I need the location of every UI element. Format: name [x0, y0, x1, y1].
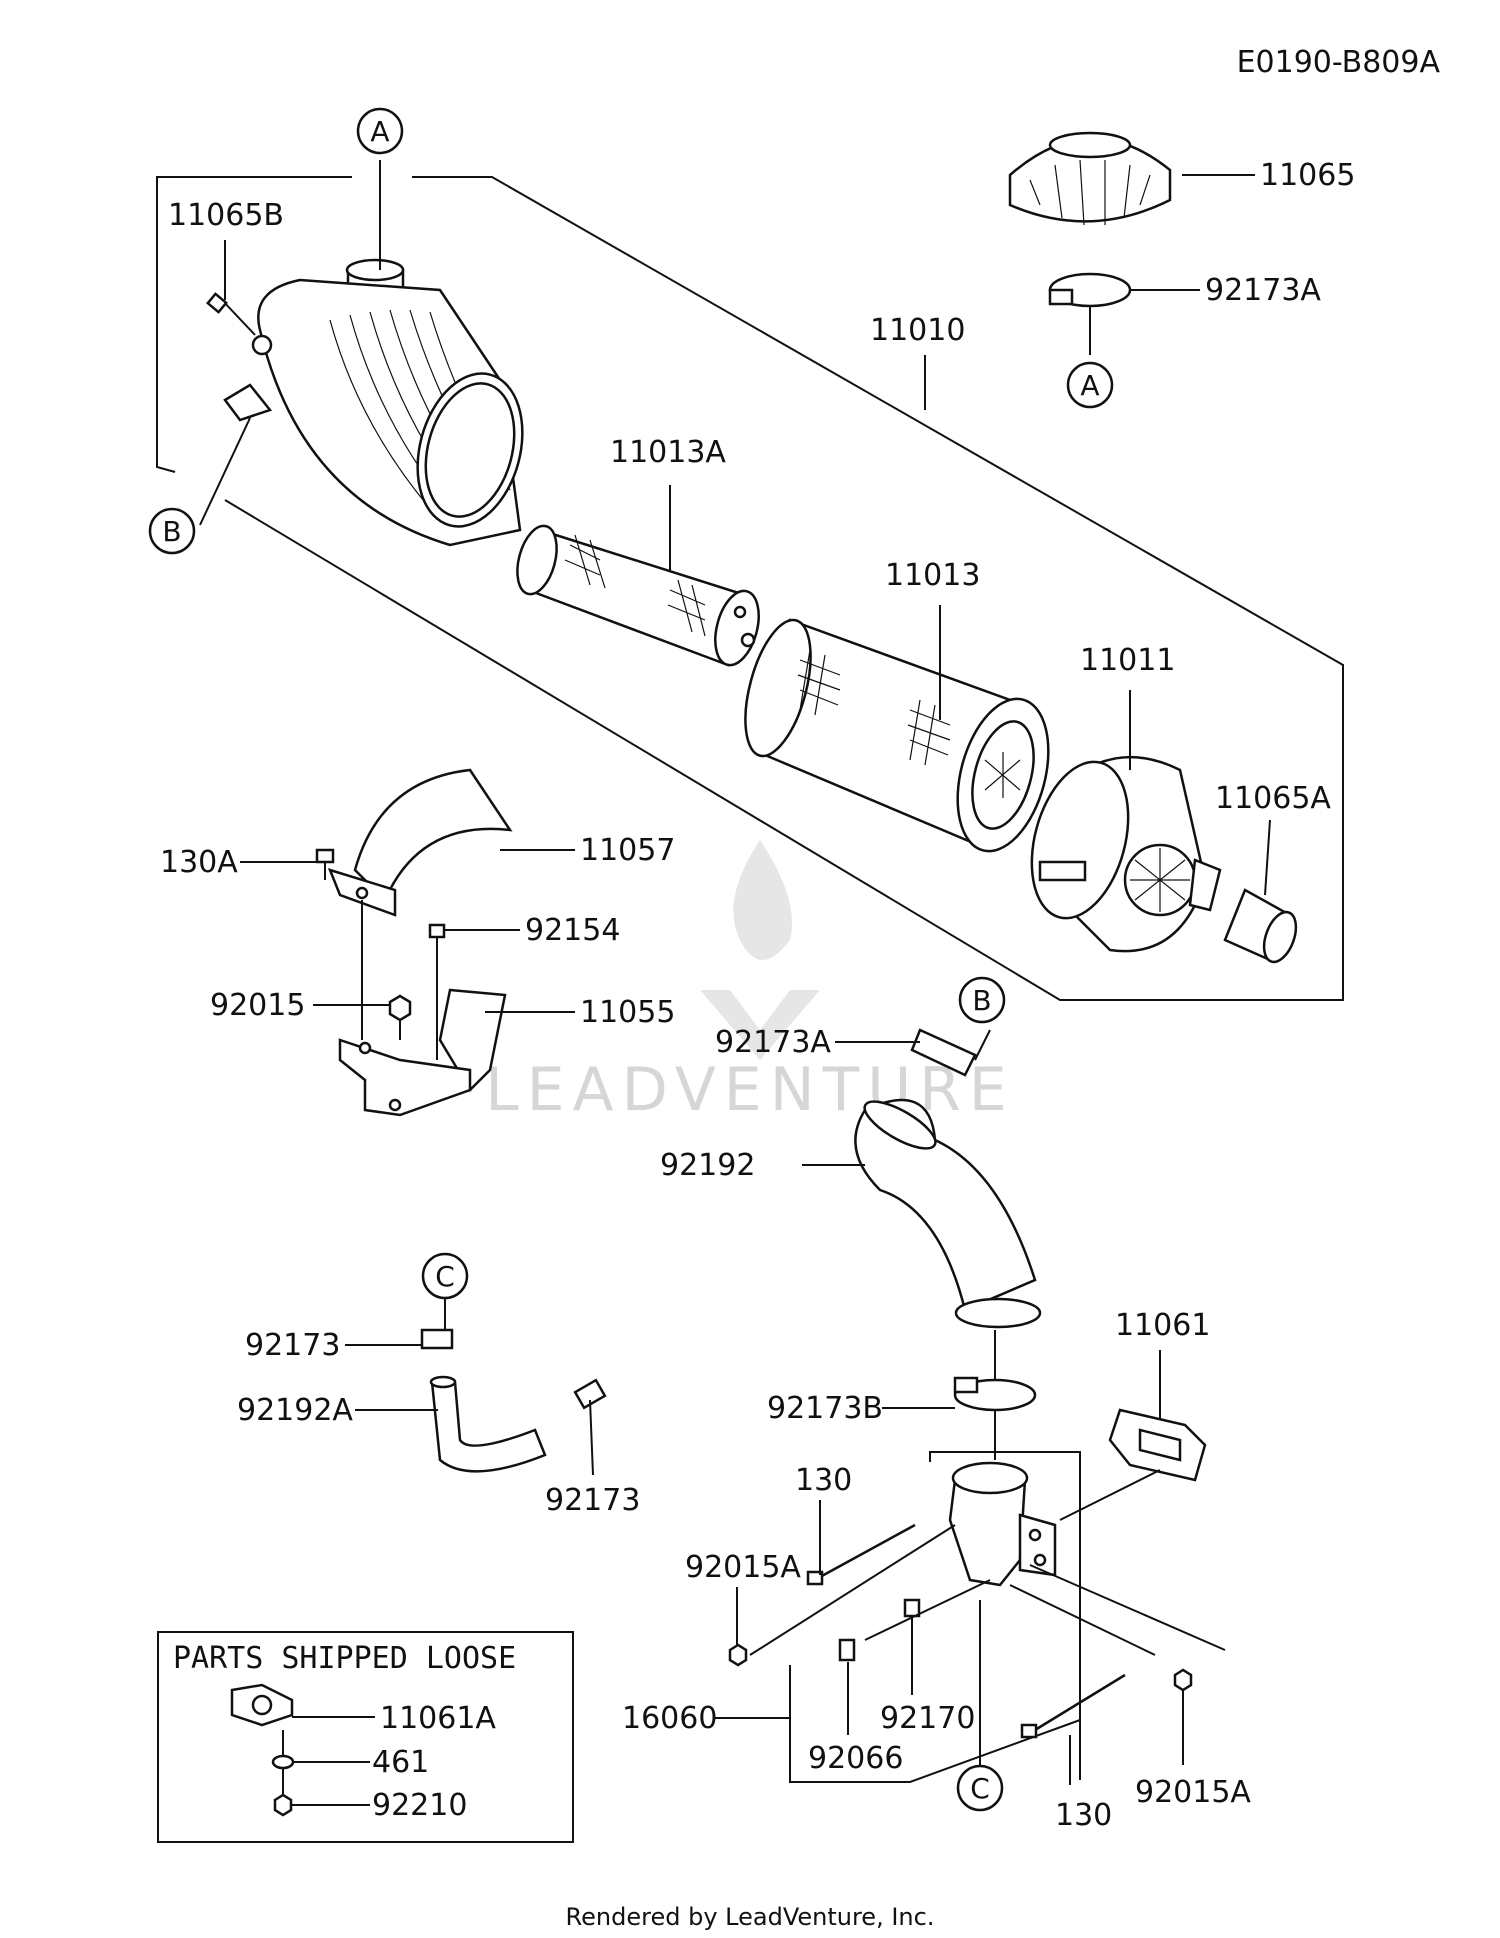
fitting-92170 — [903, 1598, 921, 1618]
watermark-text: LEADVENTURE — [485, 1055, 1015, 1125]
svg-text:C: C — [970, 1772, 990, 1805]
clamp-92173B — [953, 1376, 1037, 1412]
label-11065A: 11065A — [1215, 781, 1331, 816]
label-11055: 11055 — [580, 995, 675, 1030]
nut-92015A-left — [728, 1643, 748, 1667]
bolt-92154 — [428, 923, 446, 1060]
label-92170: 92170 — [880, 1701, 975, 1736]
bolt-11065B — [206, 292, 256, 336]
nut-92015 — [388, 994, 412, 1040]
breather-hose-92192A — [429, 1375, 547, 1473]
label-92210: 92210 — [372, 1788, 467, 1823]
callout-C-bottom: C — [956, 1764, 1004, 1812]
parts-shipped-loose-box: PARTS SHIPPED LOOSE 11061A 461 92210 — [157, 1631, 574, 1843]
valve-11065A — [1223, 888, 1298, 964]
footer-credit: Rendered by LeadVenture, Inc. — [566, 1903, 935, 1931]
label-92173B: 92173B — [767, 1391, 883, 1426]
label-92192: 92192 — [660, 1148, 755, 1183]
callout-A-right: A — [1066, 361, 1114, 409]
label-92192A: 92192A — [237, 1393, 353, 1428]
washer-461 — [271, 1754, 295, 1770]
label-11010: 11010 — [870, 313, 965, 348]
inner-filter-11013A — [516, 524, 760, 667]
construction-lines — [749, 1330, 1226, 1656]
svg-text:B: B — [162, 515, 181, 548]
bolt-130-bot — [1020, 1673, 1126, 1739]
callout-A-top: A — [356, 107, 404, 155]
label-461: 461 — [372, 1745, 429, 1780]
callout-C-left: C — [421, 1252, 469, 1300]
outer-filter-11013 — [744, 618, 1050, 853]
clamp-92173A-top — [1048, 272, 1132, 308]
label-11065B: 11065B — [168, 198, 284, 233]
label-16060: 16060 — [622, 1701, 717, 1736]
v-logo-icon — [700, 990, 820, 1060]
label-11061A: 11061A — [380, 1701, 496, 1736]
label-11065: 11065 — [1260, 158, 1355, 193]
svg-text:A: A — [1080, 369, 1099, 402]
label-92173-top: 92173 — [245, 1328, 340, 1363]
label-11057: 11057 — [580, 833, 675, 868]
intake-elbow-16060 — [789, 1451, 1081, 1783]
nut-92210 — [273, 1793, 293, 1817]
callout-B-left: B — [148, 507, 196, 555]
air-cleaner-housing — [223, 258, 524, 547]
diagram-code: E0190-B809A — [1237, 45, 1441, 80]
label-11013A: 11013A — [610, 435, 726, 470]
bracket-11057 — [327, 768, 513, 917]
label-11061: 11061 — [1115, 1308, 1210, 1343]
pre-cleaner-cap-11065 — [1008, 131, 1172, 226]
label-130-bot: 130 — [1055, 1798, 1112, 1833]
flame-logo-icon — [733, 840, 792, 960]
label-92173A-mid: 92173A — [715, 1025, 831, 1060]
svg-text:A: A — [370, 115, 389, 148]
gasket-11061A — [230, 1683, 294, 1727]
clamp-92173A-mid — [910, 1028, 977, 1077]
label-130A: 130A — [160, 845, 238, 880]
label-92066: 92066 — [808, 1741, 903, 1776]
gasket-11061 — [1108, 1408, 1207, 1482]
label-92154: 92154 — [525, 913, 620, 948]
label-92015A-left: 92015A — [685, 1550, 801, 1585]
callout-B-mid: B — [958, 976, 1006, 1024]
bolt-130A — [315, 848, 335, 880]
label-11013: 11013 — [885, 558, 980, 593]
label-92015A-right: 92015A — [1135, 1775, 1251, 1810]
label-92015: 92015 — [210, 988, 305, 1023]
loose-box-title: PARTS SHIPPED LOOSE — [173, 1641, 516, 1676]
air-cleaner-frame — [156, 176, 1344, 1001]
pin-92066 — [838, 1638, 856, 1662]
part-labels: 11065B 11065 92173A 11010 11013A 11013 1… — [160, 158, 1355, 1833]
bracket-11055 — [338, 988, 507, 1117]
nut-92015A-right — [1173, 1668, 1193, 1692]
label-92173A-top: 92173A — [1205, 273, 1321, 308]
label-130-top: 130 — [795, 1463, 852, 1498]
cleaner-cover-11011 — [1030, 755, 1222, 953]
watermark: LEADVENTURE — [485, 840, 1015, 1125]
bolt-130-top — [806, 1523, 916, 1586]
leader-lines — [199, 160, 1271, 1785]
clip-92173-bot — [573, 1378, 607, 1410]
intake-hose-92192 — [854, 1098, 1042, 1329]
label-11011: 11011 — [1080, 643, 1175, 678]
clip-92173-top — [420, 1328, 454, 1350]
label-92173-bot: 92173 — [545, 1483, 640, 1518]
svg-text:B: B — [972, 984, 991, 1017]
svg-text:C: C — [435, 1260, 455, 1293]
